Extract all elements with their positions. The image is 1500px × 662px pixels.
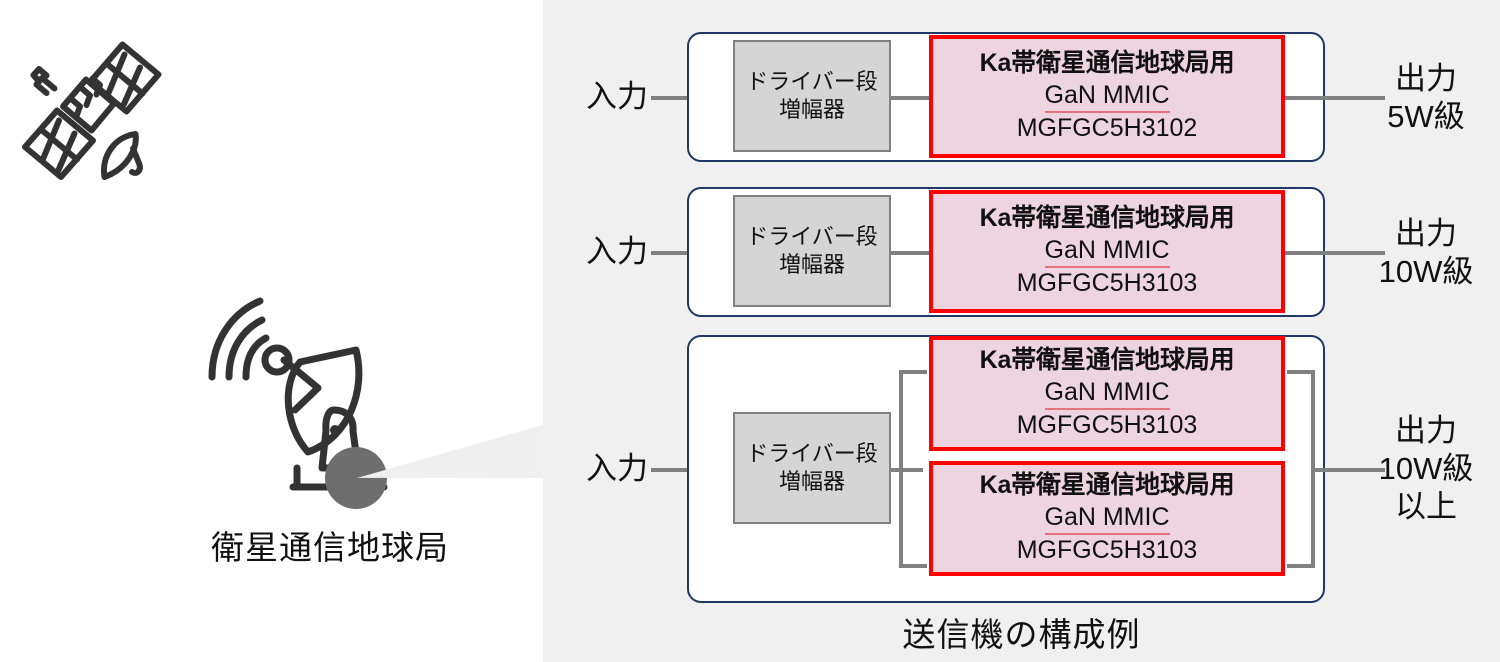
wire-driver-to-mmic-5w (891, 96, 935, 100)
wire-driver-to-splitter (891, 468, 923, 472)
chain-row-10w-plus: 入力 ドライバー段 増幅器 Ka帯衛星通信地球局用 GaN MMIC MGFGC… (543, 310, 1500, 610)
mmic-box-10w: Ka帯衛星通信地球局用 GaN MMIC MGFGC5H3103 (929, 190, 1285, 313)
mmic-box-5w: Ka帯衛星通信地球局用 GaN MMIC MGFGC5H3102 (929, 35, 1285, 158)
output-line3: 以上 (1395, 488, 1457, 524)
wire-output-10w-plus (1311, 468, 1385, 472)
driver-line1: ドライバー段 (746, 68, 878, 94)
mmic-part-number: MGFGC5H3103 (1016, 269, 1198, 298)
output-label-10w-plus: 出力 10W級 以上 (1361, 412, 1491, 525)
wire-output-5w (1285, 96, 1385, 100)
wire-driver-to-mmic-10w (891, 251, 935, 255)
driver-amplifier-5w: ドライバー段 増幅器 (733, 40, 891, 152)
mmic-device: GaN MMIC (1044, 80, 1170, 114)
illustration-area: 衛星通信地球局 (0, 0, 553, 662)
driver-amplifier-10w: ドライバー段 増幅器 (733, 195, 891, 307)
output-line1: 出力 (1395, 61, 1457, 96)
groundstation-caption: 衛星通信地球局 (211, 529, 449, 566)
highlight-dot (325, 447, 387, 509)
output-line1: 出力 (1395, 216, 1457, 251)
mmic-device: GaN MMIC (1044, 235, 1170, 269)
mmic-part-number: MGFGC5H3103 (1016, 411, 1198, 440)
mmic-title: Ka帯衛星通信地球局用 (979, 49, 1235, 78)
driver-amplifier-10w-plus: ドライバー段 増幅器 (733, 412, 891, 524)
output-line2: 10W級 (1378, 253, 1474, 289)
input-label-10w-plus: 入力 (586, 451, 648, 486)
splitter-bracket (899, 370, 927, 568)
mmic-title: Ka帯衛星通信地球局用 (979, 346, 1235, 375)
input-label-10w: 入力 (586, 234, 648, 269)
output-line2: 5W級 (1387, 98, 1465, 134)
mmic-device: GaN MMIC (1044, 502, 1170, 536)
mmic-box-10w-plus-bottom: Ka帯衛星通信地球局用 GaN MMIC MGFGC5H3103 (929, 461, 1285, 576)
mmic-box-10w-plus-top: Ka帯衛星通信地球局用 GaN MMIC MGFGC5H3103 (929, 336, 1285, 451)
transmitter-diagram-panel: 入力 ドライバー段 増幅器 Ka帯衛星通信地球局用 GaN MMIC MGFGC… (543, 0, 1500, 662)
satellite-dish-icon (208, 297, 388, 509)
driver-line2: 増幅器 (778, 97, 845, 122)
chain-row-10w: 入力 ドライバー段 増幅器 Ka帯衛星通信地球局用 GaN MMIC MGFGC… (543, 155, 1500, 335)
driver-line1: ドライバー段 (746, 223, 878, 249)
wire-output-10w (1285, 251, 1385, 255)
chain-row-5w: 入力 ドライバー段 増幅器 Ka帯衛星通信地球局用 GaN MMIC MGFGC… (543, 0, 1500, 180)
mmic-part-number: MGFGC5H3103 (1016, 536, 1198, 565)
panel-caption: 送信機の構成例 (902, 616, 1141, 653)
driver-line1: ドライバー段 (746, 440, 878, 466)
mmic-title: Ka帯衛星通信地球局用 (979, 204, 1235, 233)
mmic-part-number: MGFGC5H3102 (1016, 114, 1198, 143)
driver-line2: 増幅器 (778, 469, 845, 494)
mmic-device: GaN MMIC (1044, 377, 1170, 411)
mmic-title: Ka帯衛星通信地球局用 (979, 471, 1235, 500)
satellite-icon (22, 41, 162, 180)
input-label-5w: 入力 (586, 79, 648, 114)
output-label-5w: 出力 5W級 (1361, 60, 1491, 136)
output-label-10w: 出力 10W級 (1361, 215, 1491, 291)
output-line2: 10W級 (1378, 450, 1474, 486)
output-line1: 出力 (1395, 413, 1457, 448)
driver-line2: 増幅器 (778, 252, 845, 277)
